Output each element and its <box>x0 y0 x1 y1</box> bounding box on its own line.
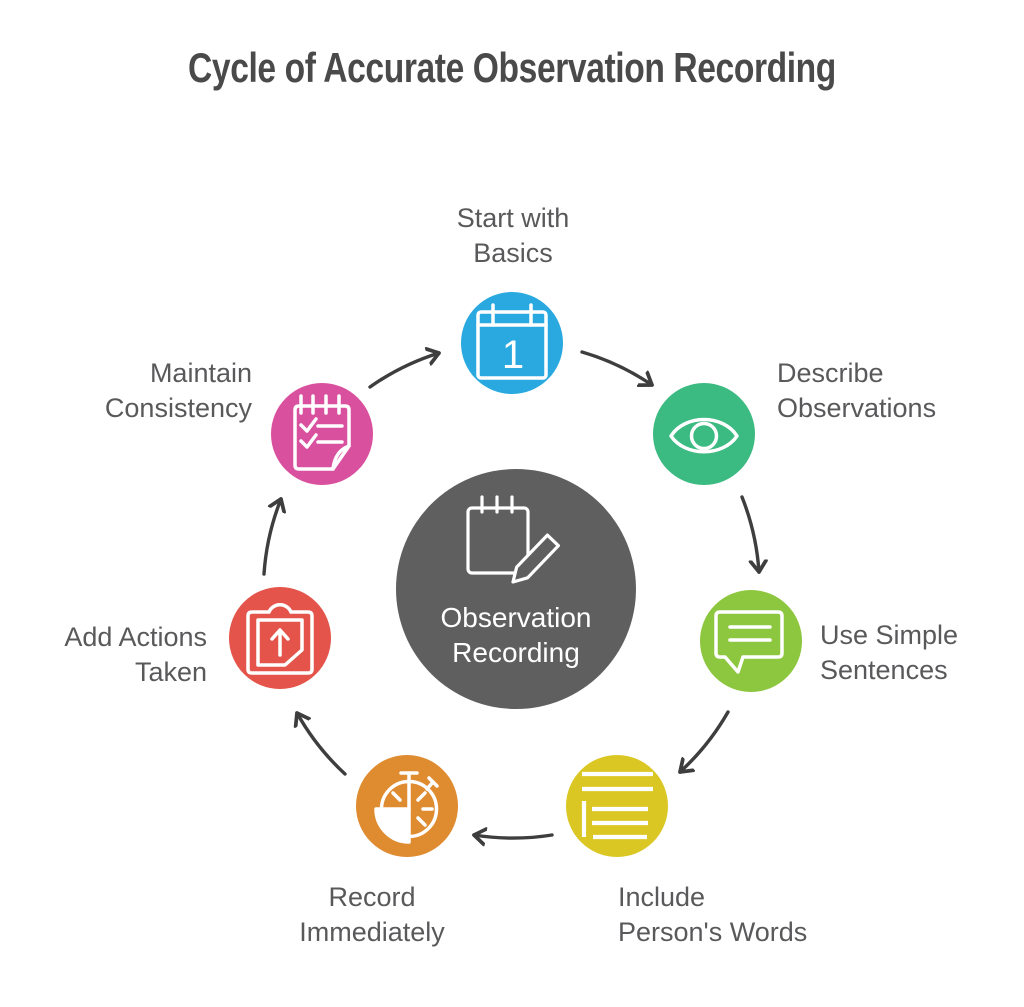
speech-bubble-icon <box>714 610 784 674</box>
calendar-body <box>476 310 548 380</box>
notepad-body <box>293 404 351 471</box>
label-line: Describe <box>777 358 884 388</box>
label-line: Taken <box>134 657 207 687</box>
checkmark-icon <box>299 417 318 433</box>
label-line: Consistency <box>104 393 252 423</box>
eye-icon <box>669 417 739 454</box>
node-add-actions-taken <box>229 587 331 689</box>
label-line: Observations <box>777 393 937 423</box>
label-line: Recording <box>452 637 580 668</box>
step-label-include-persons-words: Include Person's Words <box>618 880 848 950</box>
pencil-icon <box>511 533 560 584</box>
node-use-simple-sentences <box>700 590 802 692</box>
center-node <box>396 469 636 709</box>
clipboard-arrow-up-icon <box>246 603 314 675</box>
eye-iris <box>689 421 719 451</box>
label-line: Include <box>618 882 706 912</box>
clipboard-frame <box>246 603 314 675</box>
flow-arrows <box>262 350 759 838</box>
stopwatch-tick <box>416 791 427 802</box>
stopwatch-icon <box>374 771 439 844</box>
step-label-add-actions-taken: Add Actions Taken <box>7 620 207 690</box>
label-line: Sentences <box>820 655 948 685</box>
label-line: Record <box>328 882 416 912</box>
arrow-describe-to-use <box>740 495 759 572</box>
node-include-persons-words <box>566 755 668 857</box>
node-record-immediately <box>356 755 458 857</box>
label-line: Use Simple <box>820 620 959 650</box>
arrow-include-to-record <box>474 835 554 838</box>
page-title: Cycle of Accurate Observation Recording <box>188 44 836 91</box>
arrow-add-to-maintain <box>262 499 281 576</box>
arrow-use-to-include <box>680 710 730 772</box>
label-line: Observation <box>440 602 592 633</box>
arrow-maintain-to-start <box>368 353 439 389</box>
label-line: Basics <box>473 238 553 268</box>
upload-arrow-head <box>270 628 290 641</box>
eye-outline <box>669 417 739 454</box>
label-line: Immediately <box>299 917 445 947</box>
node-describe-observations <box>653 383 755 485</box>
step-label-describe-observations: Describe Observations <box>777 356 977 426</box>
label-line: Start with <box>456 203 570 233</box>
label-line: Person's Words <box>618 917 808 947</box>
calendar-day-number: 1 <box>502 333 524 377</box>
center-circle <box>396 469 636 709</box>
stopwatch-tick <box>416 816 427 827</box>
node-maintain-consistency <box>271 383 373 485</box>
node-circle <box>653 383 755 485</box>
clipboard-page <box>256 618 304 667</box>
step-label-maintain-consistency: Maintain Consistency <box>52 356 252 426</box>
notepad-pencil-icon <box>466 495 560 584</box>
text-lines-icon <box>581 771 653 840</box>
arrow-start-to-describe <box>580 350 652 385</box>
stopwatch-elapsed-wedge <box>374 807 411 844</box>
center-label: Observation Recording <box>406 600 626 670</box>
checklist-notepad-icon <box>293 394 351 471</box>
stopwatch-side-button-cap <box>427 776 439 788</box>
step-label-use-simple-sentences: Use Simple Sentences <box>820 618 1000 688</box>
label-line: Add Actions <box>64 622 207 652</box>
node-circle <box>566 755 668 857</box>
bubble-outline <box>714 610 784 674</box>
stopwatch-tick <box>391 791 402 802</box>
node-start-with-basics: 1 <box>461 292 563 394</box>
calendar-icon: 1 <box>476 303 548 380</box>
step-label-record-immediately: Record Immediately <box>272 880 472 950</box>
step-label-start-with-basics: Start with Basics <box>413 201 613 271</box>
label-line: Maintain <box>149 358 252 388</box>
arrow-record-to-add <box>297 713 347 776</box>
node-circle <box>461 292 563 394</box>
checkmark-icon <box>299 433 318 449</box>
folded-corner <box>331 444 351 471</box>
